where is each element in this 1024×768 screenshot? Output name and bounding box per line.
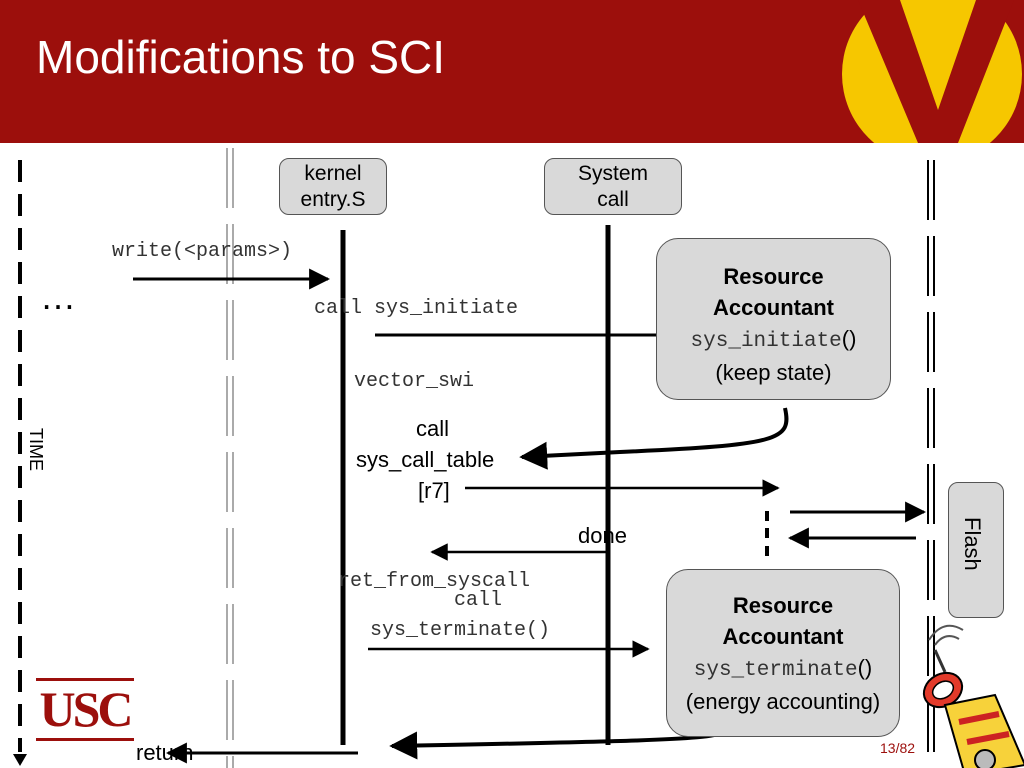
resource-accountant-terminate-box: Resource Accountant sys_terminate() (ene…	[666, 569, 900, 737]
ra-bottom-note: (energy accounting)	[685, 689, 881, 714]
call-label: call	[416, 416, 450, 441]
call-label-2: call	[454, 589, 503, 612]
separator-right	[927, 160, 935, 768]
ra-bottom-title: Resource Accountant	[722, 593, 844, 649]
sys-call-table-label: sys_call_table	[356, 447, 495, 472]
usc-logo-bar-bottom	[36, 738, 134, 741]
write-label: write(<params>)	[112, 240, 293, 263]
ra-bottom-func-suffix: ()	[857, 655, 873, 680]
kernel-entry-box: kernel entry.S	[279, 158, 387, 215]
r7-label: [r7]	[418, 478, 450, 503]
ra-bottom-func: sys_terminate()	[667, 652, 899, 686]
ra-top-title: Resource Accountant	[713, 264, 834, 320]
time-arrowhead	[13, 754, 27, 766]
flash-label: Flash	[960, 517, 985, 571]
usc-logo-bar-top	[36, 678, 134, 681]
ra-top-func-name: sys_initiate	[690, 330, 842, 353]
resource-accountant-initiate-box: Resource Accountant sys_initiate() (keep…	[656, 238, 891, 400]
system-call-box: System call	[544, 158, 682, 215]
separator-left	[226, 148, 234, 768]
v-logo	[842, 0, 1022, 143]
ret-from-syscall-label: ret_from_syscall	[338, 570, 531, 593]
return-from-terminate-arrow	[389, 731, 722, 760]
flash-box	[948, 482, 1004, 618]
ra-top-func: sys_initiate()	[657, 323, 890, 357]
kernel-entry-label: kernel entry.S	[300, 162, 366, 211]
system-call-label: System call	[577, 162, 648, 211]
page-number: 13/82	[880, 740, 916, 756]
ra-top-func-suffix: ()	[841, 326, 857, 351]
wait-dots	[765, 511, 769, 556]
call-sys-initiate-label: call sys_initiate	[314, 297, 519, 320]
slide-title: Modifications to SCI	[36, 31, 446, 83]
return-label: return	[136, 740, 194, 765]
robot-icon	[922, 624, 1024, 768]
usc-logo: USC	[39, 681, 133, 737]
ellipsis-label: …	[40, 276, 76, 317]
ra-top-note: (keep state)	[715, 360, 832, 385]
sys-terminate-label: sys_terminate()	[370, 619, 551, 642]
return-from-initiate-arrow	[519, 407, 789, 470]
vector-swi-label: vector_swi	[354, 370, 475, 393]
ra-bottom-func-name: sys_terminate	[693, 659, 858, 682]
done-label: done	[578, 523, 627, 548]
time-label: TIME	[26, 428, 46, 471]
